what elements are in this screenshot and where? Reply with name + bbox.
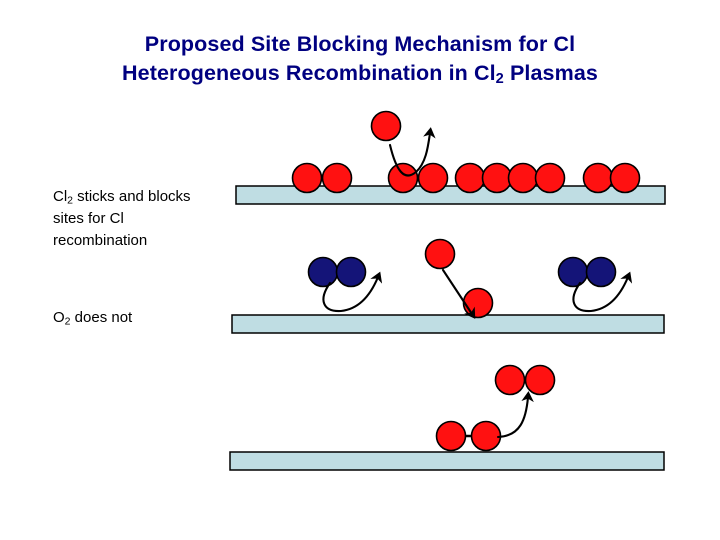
caption-cl2-subscript: 2 xyxy=(67,194,74,207)
page-title: Proposed Site Blocking Mechanism for Cl H… xyxy=(60,30,660,89)
o2-molecule-left-atom-b xyxy=(335,256,367,288)
cl2-adsorbed-pair-1-atom-b xyxy=(321,162,353,194)
cl-incident-atom xyxy=(370,110,402,142)
o2-molecule-left-atom-a xyxy=(307,256,339,288)
cl2-surface-pair-bonded-atom-a xyxy=(435,420,467,452)
cl2-adsorbed-pair-4 xyxy=(507,162,566,194)
cl-incoming-atom xyxy=(424,238,456,270)
cl2-adsorbed-pair-2-atom-a xyxy=(387,162,419,194)
cl-deposition-arrow xyxy=(441,268,476,319)
caption-cl2-after-sub: sticks and blocks sites for Cl recombina… xyxy=(53,188,191,249)
cl2-adsorbed-pair-3 xyxy=(454,162,513,194)
cl2-desorbed-molecule xyxy=(494,364,556,396)
cl2-surface-pair-bonded xyxy=(435,420,502,452)
cl2-adsorbed-pair-1 xyxy=(291,162,353,194)
panel-cl2-recombination-desorption-surface xyxy=(229,451,665,471)
title-line-2-before-sub: Heterogeneous Recombination in Cl xyxy=(122,60,496,85)
caption-o2-subscript: 2 xyxy=(64,315,71,328)
title-line-2-after-sub: Plasmas xyxy=(503,60,598,85)
o2-molecule-right-atom-a xyxy=(557,256,589,288)
title-subscript: 2 xyxy=(495,70,504,87)
cl2-adsorbed-pair-4-atom-a xyxy=(507,162,539,194)
caption-cl2-sticks: Cl2 sticks and blocks sites for Cl recom… xyxy=(53,186,243,251)
cl2-adsorbed-pair-5-atom-b xyxy=(609,162,641,194)
cl2-desorbed-molecule-atom-b xyxy=(524,364,556,396)
cl2-adsorbed-pair-5 xyxy=(582,162,641,194)
o2-bounce-arrow-left xyxy=(322,271,383,313)
cl2-adsorbed-pair-1-atom-a xyxy=(291,162,323,194)
panel-cl2-saturated-surface xyxy=(235,110,666,205)
cl2-surface-pair-bonded-atom-b xyxy=(470,420,502,452)
o2-bounce-arrow-right xyxy=(572,271,633,313)
panel-o2-no-sticking-surface xyxy=(231,314,665,334)
caption-o2-after-sub: does not xyxy=(70,309,133,326)
cl2-adsorbed-pair-3-atom-a xyxy=(454,162,486,194)
panel-cl2-recombination-desorption xyxy=(229,364,665,471)
caption-cl2-before-sub: Cl xyxy=(53,188,68,205)
cl2-adsorbed-pair-4-atom-b xyxy=(534,162,566,194)
cl-landing-atom xyxy=(462,287,494,319)
title-line-1: Proposed Site Blocking Mechanism for Cl xyxy=(144,32,576,56)
cl2-adsorbed-pair-3-atom-b xyxy=(481,162,513,194)
diagram-layer xyxy=(229,110,666,471)
cl2-desorbed-molecule-atom-a xyxy=(494,364,526,396)
cl2-adsorbed-pair-5-atom-a xyxy=(582,162,614,194)
o2-molecule-right-atom-b xyxy=(585,256,617,288)
o2-molecule-left xyxy=(307,256,367,288)
o2-molecule-right xyxy=(557,256,617,288)
cl-reflection-arrow xyxy=(388,127,436,177)
cl2-adsorbed-pair-2 xyxy=(387,162,449,194)
cl2-adsorbed-pair-2-atom-b xyxy=(417,162,449,194)
panel-o2-no-sticking xyxy=(231,238,665,334)
caption-o2-does-not: O2 does not xyxy=(53,307,243,329)
caption-o2-before-sub: O xyxy=(53,309,65,326)
cl2-desorption-arrow xyxy=(496,391,534,439)
